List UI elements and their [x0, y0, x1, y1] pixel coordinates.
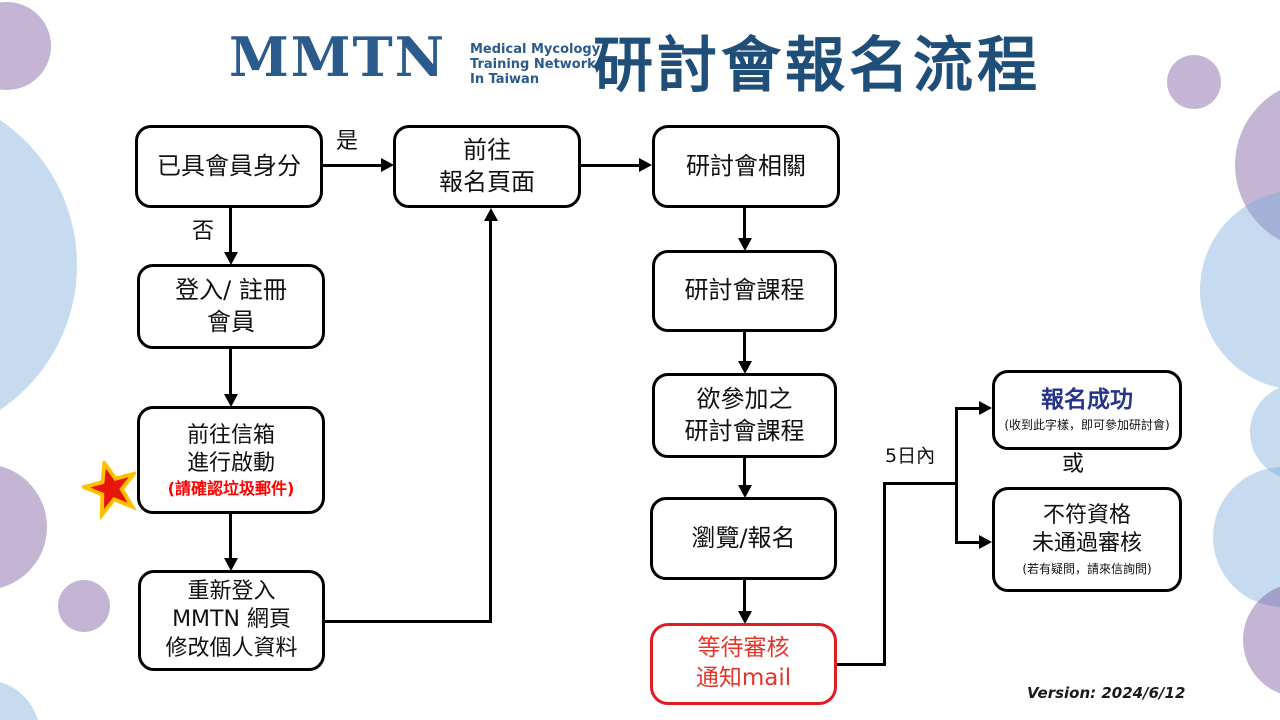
logo-tagline-line: In Taiwan	[470, 72, 540, 87]
decorative-circle	[0, 680, 40, 720]
logo-tagline-line: Training Network	[470, 57, 596, 72]
node-text: 研討會課程	[684, 276, 805, 305]
mmtn-logo: MMTN	[229, 25, 447, 89]
arrow-line	[743, 580, 746, 611]
connector-line	[837, 663, 886, 666]
connector-line	[883, 482, 886, 666]
decorative-circle	[1167, 55, 1221, 109]
decorative-circle	[1243, 583, 1280, 697]
arrow-line	[581, 164, 639, 167]
flow-node-desired-courses: 欲參加之 研討會課程	[652, 373, 837, 458]
arrowhead-down	[738, 361, 752, 374]
arrow-line	[743, 332, 746, 361]
page-title: 研討會報名流程	[593, 31, 1041, 101]
node-text: 會員	[207, 307, 255, 336]
flow-node-member-status: 已具會員身分	[135, 125, 323, 208]
flow-node-seminar-related: 研討會相關	[652, 125, 840, 208]
node-text: 前往	[463, 136, 511, 165]
star-icon	[77, 457, 140, 521]
flow-node-register-success: 報名成功 (收到此字樣，即可參加研討會)	[992, 370, 1182, 450]
node-text: 瀏覽/報名	[691, 523, 796, 552]
decorative-circle	[0, 2, 51, 90]
node-text: 等待審核	[697, 635, 790, 662]
arrowhead-down	[224, 558, 238, 571]
arrowhead-down	[224, 394, 238, 407]
edge-label-or: 或	[1062, 452, 1085, 477]
decorative-circle	[0, 464, 47, 590]
connector-line	[325, 620, 491, 623]
node-text: 報名頁面	[439, 167, 535, 196]
arrow-line	[229, 208, 232, 252]
arrowhead-right	[979, 535, 992, 549]
edge-label-yes: 是	[336, 129, 359, 154]
flow-node-relogin-mmtn: 重新登入 MMTN 網頁 修改個人資料	[138, 570, 325, 671]
edge-label-within-5-days: 5日內	[885, 445, 936, 467]
node-text: 研討會相關	[686, 151, 806, 180]
arrowhead-down	[224, 252, 238, 265]
node-text: 通知mail	[695, 665, 792, 691]
flow-node-login-register: 登入/ 註冊 會員	[137, 264, 325, 349]
arrowhead-right	[979, 401, 992, 415]
node-text: 研討會課程	[684, 416, 805, 445]
node-text: 進行啟動	[186, 451, 275, 477]
spam-warning-note: (請確認垃圾郵件)	[167, 478, 295, 498]
flow-node-seminar-courses: 研討會課程	[652, 250, 837, 332]
arrow-line	[323, 164, 381, 167]
node-text: 前往信箱	[186, 422, 275, 448]
node-text: 不符資格	[1042, 502, 1131, 528]
node-text: 已具會員身分	[157, 151, 301, 180]
connector-line	[489, 221, 492, 623]
node-text: MMTN 網頁	[172, 607, 291, 633]
node-text: 欲參加之	[696, 385, 793, 414]
decorative-circle	[1250, 384, 1280, 480]
arrow-line	[743, 208, 746, 238]
arrowhead-down	[738, 485, 752, 498]
arrow-line	[743, 458, 746, 485]
decorative-circle	[0, 90, 77, 440]
node-note: (收到此字樣，即可參加研討會)	[1004, 417, 1170, 432]
version-label: Version: 2024/6/12	[1027, 684, 1186, 702]
node-text: 重新登入	[187, 578, 276, 604]
node-text: 報名成功	[1041, 386, 1133, 413]
arrowhead-right	[639, 158, 652, 172]
node-text: 未通過審核	[1031, 531, 1142, 557]
node-text: 登入/ 註冊	[175, 276, 287, 305]
node-note: (若有疑問，請來信詢問)	[1022, 561, 1152, 576]
node-text: 修改個人資料	[165, 635, 298, 661]
connector-line	[955, 407, 958, 544]
arrowhead-right	[381, 158, 394, 172]
decorative-circle	[1200, 190, 1280, 390]
connector-line	[883, 482, 958, 485]
arrowhead-up	[484, 208, 498, 221]
decorative-circle	[58, 580, 110, 632]
flow-node-not-qualified: 不符資格 未通過審核 (若有疑問，請來信詢問)	[992, 487, 1182, 592]
decorative-circle	[1213, 467, 1280, 607]
flow-node-browse-register: 瀏覽/報名	[650, 497, 837, 580]
arrow-line	[229, 514, 232, 558]
arrow-line	[955, 541, 980, 544]
arrowhead-down	[738, 611, 752, 624]
arrowhead-down	[738, 238, 752, 251]
mmtn-logo-tagline: Medical Mycology Training Network In Tai…	[470, 42, 600, 87]
logo-tagline-line: Medical Mycology	[470, 42, 601, 57]
flow-node-activate-mailbox: 前往信箱 進行啟動 (請確認垃圾郵件)	[137, 406, 325, 514]
arrow-line	[955, 407, 980, 410]
arrow-line	[229, 349, 232, 394]
flow-node-goto-registration: 前往 報名頁面	[393, 125, 581, 208]
edge-label-no: 否	[192, 219, 215, 244]
flow-node-wait-review: 等待審核 通知mail	[650, 623, 837, 705]
